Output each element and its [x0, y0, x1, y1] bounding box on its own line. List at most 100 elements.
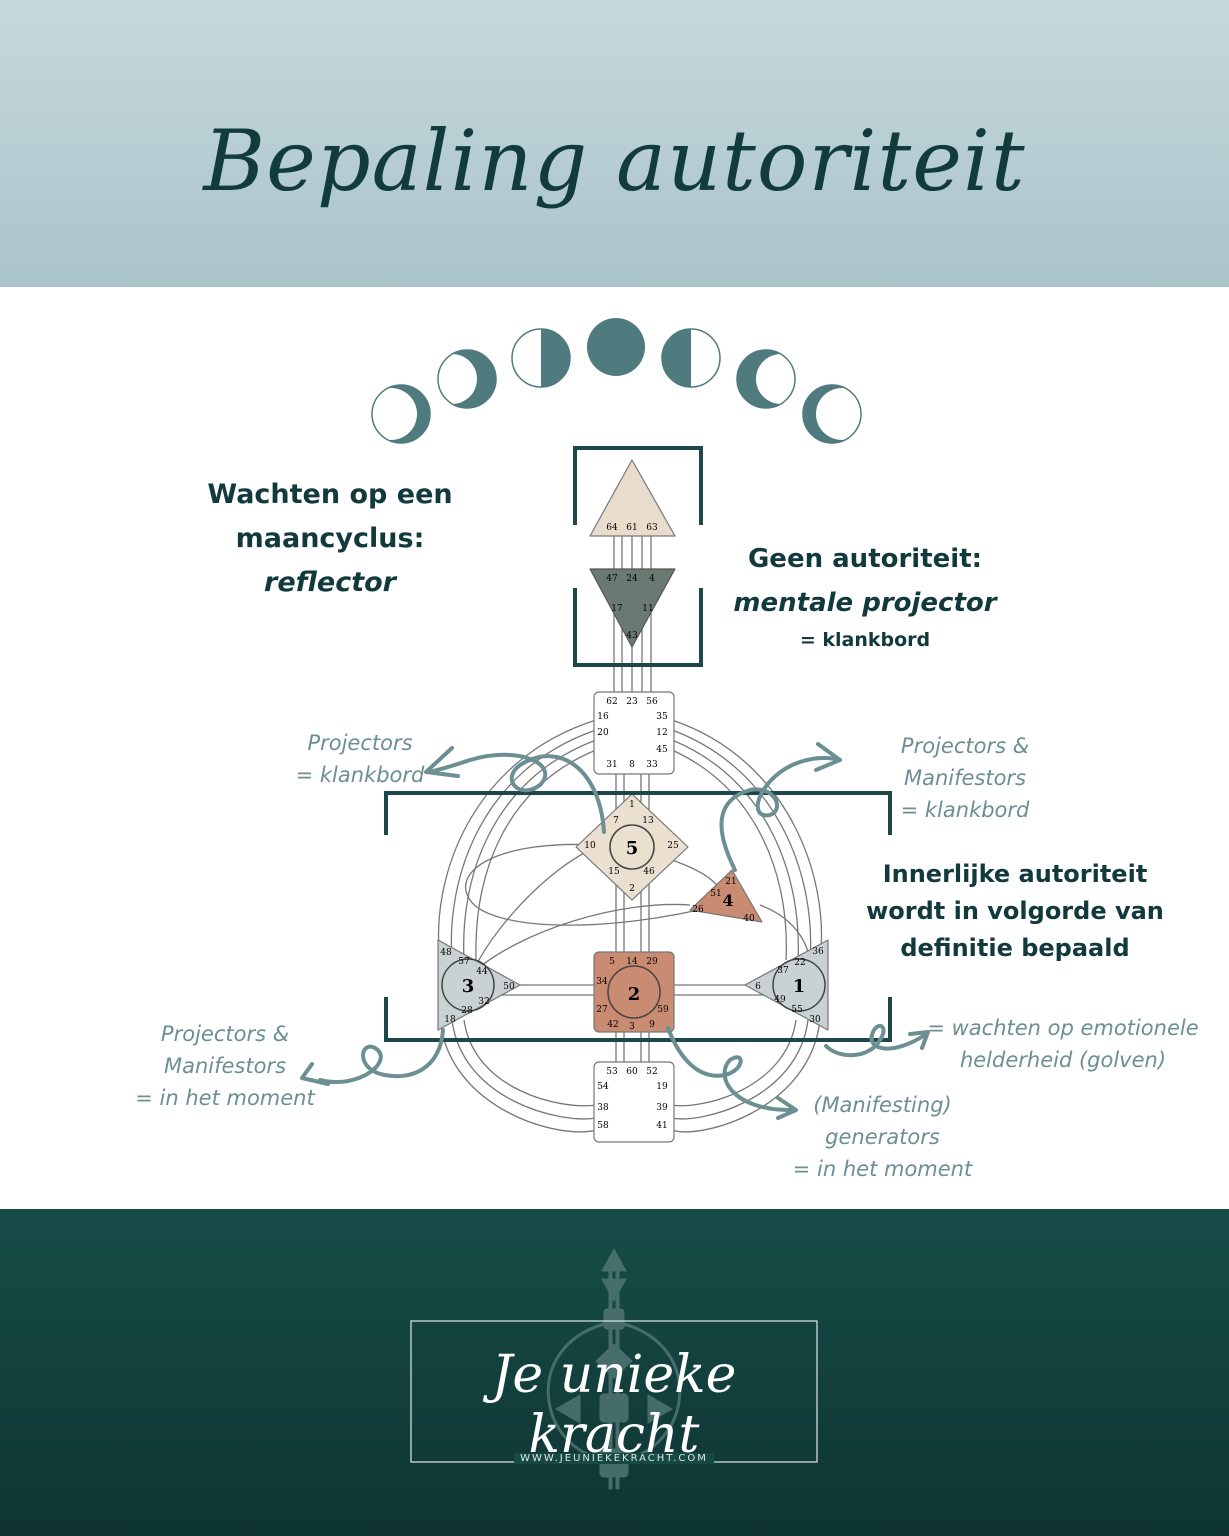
inner-line-2: wordt in volgorde van [866, 897, 1164, 925]
arrow-solar-right [824, 1024, 927, 1058]
note-spleen-line-2: Manifestors [163, 1054, 287, 1078]
svg-text:7: 7 [613, 816, 619, 826]
svg-text:57: 57 [458, 957, 470, 967]
svg-text:51: 51 [710, 889, 721, 899]
svg-text:17: 17 [611, 604, 623, 614]
inner-line-3: definitie bepaald [900, 934, 1130, 962]
arrow-ego-right [719, 755, 842, 872]
svg-text:53: 53 [606, 1067, 618, 1077]
arrow-spleen-left [318, 1028, 445, 1084]
page-title: Bepaling autoriteit [203, 112, 1026, 210]
svg-text:2: 2 [628, 984, 641, 1005]
svg-text:49: 49 [774, 995, 786, 1005]
svg-text:35: 35 [656, 712, 668, 722]
svg-text:1: 1 [629, 800, 635, 810]
note-g-line-2: = klankbord [295, 763, 425, 787]
note-sacral: (Manifesting) generators = in het moment [770, 1089, 995, 1185]
svg-text:31: 31 [606, 760, 617, 770]
arrow-sacral-right [666, 1026, 792, 1112]
reflector-line-1: Wachten op een [207, 479, 453, 510]
svg-text:13: 13 [642, 816, 654, 826]
mental-sub: = klankbord [799, 629, 931, 651]
svg-text:18: 18 [444, 1015, 456, 1025]
svg-text:37: 37 [777, 966, 789, 976]
svg-text:3: 3 [629, 1022, 635, 1032]
svg-text:30: 30 [809, 1015, 821, 1025]
svg-text:25: 25 [667, 841, 679, 851]
arrow-g-left [426, 752, 606, 834]
svg-text:64: 64 [606, 523, 618, 533]
svg-text:3: 3 [462, 976, 475, 997]
svg-text:44: 44 [476, 967, 488, 977]
svg-text:63: 63 [646, 523, 658, 533]
svg-text:4: 4 [722, 891, 733, 910]
moon-crescent-icon [427, 349, 497, 409]
svg-text:56: 56 [646, 697, 658, 707]
svg-text:36: 36 [812, 947, 824, 957]
bodygraph-diagram: 64 61 63 47 24 4 17 11 43 62 23 56 16 35… [300, 318, 930, 1143]
moon-first-quarter-icon [511, 328, 571, 388]
note-spleen: Projectors & Manifestors = in het moment [110, 1018, 340, 1114]
svg-text:9: 9 [649, 1020, 655, 1030]
svg-text:27: 27 [596, 1005, 608, 1015]
svg-text:4: 4 [649, 574, 655, 584]
svg-text:12: 12 [656, 728, 667, 738]
reflector-type: reflector [264, 567, 396, 598]
logo-url: WWW.JEUNIEKEKRACHT.COM [514, 1453, 714, 1464]
mental-projector-label: Geen autoriteit: mentale projector = kla… [700, 537, 1030, 655]
ajna-bracket [573, 588, 703, 667]
svg-text:16: 16 [597, 712, 609, 722]
svg-text:20: 20 [597, 728, 609, 738]
logo-text: Je unieke kracht [491, 1345, 737, 1465]
moon-waning-crescent-icon [736, 349, 806, 409]
svg-text:47: 47 [606, 574, 618, 584]
note-spleen-line-3: = in het moment [135, 1086, 315, 1110]
svg-text:45: 45 [656, 745, 668, 755]
svg-text:41: 41 [656, 1121, 667, 1131]
ajna-center: 47 24 4 17 11 43 [589, 568, 676, 648]
svg-text:60: 60 [626, 1067, 638, 1077]
svg-text:58: 58 [597, 1121, 609, 1131]
note-g-line-1: Projectors [307, 731, 413, 755]
moon-waxing-crescent-icon [365, 384, 431, 444]
svg-text:24: 24 [626, 574, 638, 584]
moon-full-icon [587, 318, 645, 376]
svg-text:19: 19 [656, 1082, 668, 1092]
note-ego-line-3: = klankbord [900, 798, 1030, 822]
svg-text:52: 52 [646, 1067, 657, 1077]
svg-text:2: 2 [629, 884, 635, 894]
inner-authority-bracket-top [384, 791, 892, 835]
mental-line-1: Geen autoriteit: [747, 544, 983, 574]
head-bracket [573, 446, 703, 525]
main-content: 64 61 63 47 24 4 17 11 43 62 23 56 16 35… [0, 287, 1229, 1209]
note-sacral-line-2: generators [825, 1125, 940, 1149]
moon-thin-crescent-icon [802, 384, 868, 444]
svg-text:11: 11 [642, 604, 653, 614]
svg-text:40: 40 [743, 914, 755, 924]
svg-text:54: 54 [597, 1082, 609, 1092]
svg-text:21: 21 [725, 877, 736, 887]
note-ego-line-2: Manifestors [903, 766, 1027, 790]
curly-arrows [300, 742, 930, 1120]
svg-text:32: 32 [478, 997, 489, 1007]
svg-text:5: 5 [609, 957, 615, 967]
svg-text:6: 6 [755, 982, 761, 992]
note-ego-line-1: Projectors & [900, 734, 1030, 758]
note-solar: = wachten op emotionele helderheid (golv… [908, 1012, 1218, 1076]
svg-text:28: 28 [461, 1006, 473, 1016]
svg-text:5: 5 [626, 838, 639, 859]
moon-last-quarter-icon [661, 328, 721, 388]
svg-text:61: 61 [626, 523, 637, 533]
svg-text:29: 29 [646, 957, 658, 967]
svg-text:62: 62 [606, 697, 617, 707]
sacral-center: 2 5 14 29 34 27 59 42 3 9 [593, 951, 675, 1033]
note-ego: Projectors & Manifestors = klankbord [870, 730, 1060, 826]
svg-text:34: 34 [596, 977, 608, 987]
svg-text:1: 1 [793, 976, 806, 997]
svg-text:38: 38 [597, 1103, 609, 1113]
inner-line-1: Innerlijke autoriteit [882, 860, 1148, 888]
svg-text:59: 59 [657, 1005, 669, 1015]
svg-text:15: 15 [608, 867, 620, 877]
svg-text:39: 39 [656, 1103, 668, 1113]
note-g-projectors: Projectors = klankbord [270, 727, 450, 791]
